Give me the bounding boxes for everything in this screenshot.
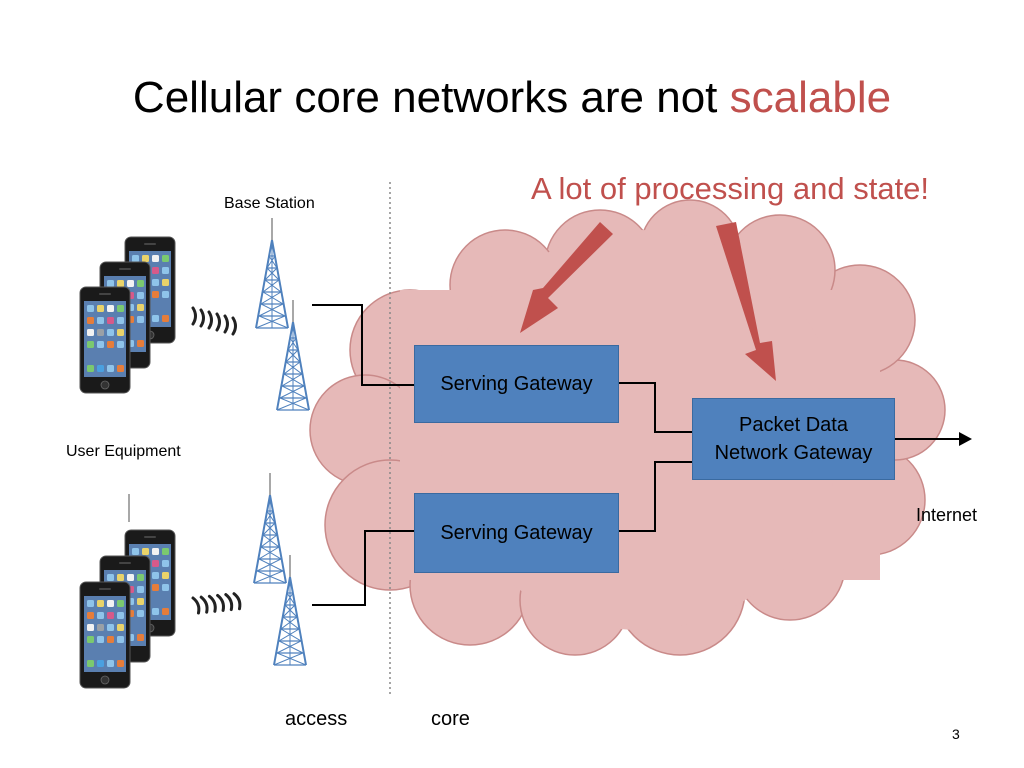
pdn-gateway-label-line2: Network Gateway bbox=[714, 442, 873, 464]
serving-gateway-bottom: Serving Gateway bbox=[414, 493, 619, 573]
serving-gateway-bottom-label: Serving Gateway bbox=[440, 522, 593, 544]
phone-icon bbox=[79, 286, 131, 394]
core-label: core bbox=[431, 708, 470, 730]
callout-arrow-right bbox=[716, 222, 776, 381]
slide-title-highlight: scalable bbox=[729, 73, 892, 122]
callout-text: A lot of processing and state! bbox=[530, 171, 930, 206]
packet-data-network-gateway: Packet Data Network Gateway bbox=[692, 398, 895, 480]
pdn-gateway-label-line1: Packet Data bbox=[739, 414, 848, 436]
connection-lines bbox=[312, 304, 962, 606]
callout-arrows bbox=[520, 222, 776, 381]
page-number: 3 bbox=[952, 726, 960, 742]
tower-icon bbox=[255, 217, 289, 329]
slide-title-prefix: Cellular core networks are not bbox=[132, 73, 730, 122]
user-equipment-label: User Equipment bbox=[66, 443, 181, 460]
callout-arrow-left bbox=[520, 222, 613, 333]
internet-label: Internet bbox=[916, 505, 978, 525]
serving-gateway-top: Serving Gateway bbox=[414, 345, 619, 423]
serving-gateway-top-label: Serving Gateway bbox=[440, 373, 593, 395]
radio-waves-icon bbox=[191, 306, 237, 336]
tower-icon bbox=[253, 472, 287, 584]
radio-waves-icon bbox=[191, 581, 244, 624]
base-station-label: Base Station bbox=[224, 195, 315, 212]
internet-arrowhead bbox=[959, 432, 972, 446]
phone-icon bbox=[79, 581, 131, 689]
access-label: access bbox=[285, 708, 348, 730]
slide-title: Cellular core networks are not scalable bbox=[0, 68, 1024, 128]
